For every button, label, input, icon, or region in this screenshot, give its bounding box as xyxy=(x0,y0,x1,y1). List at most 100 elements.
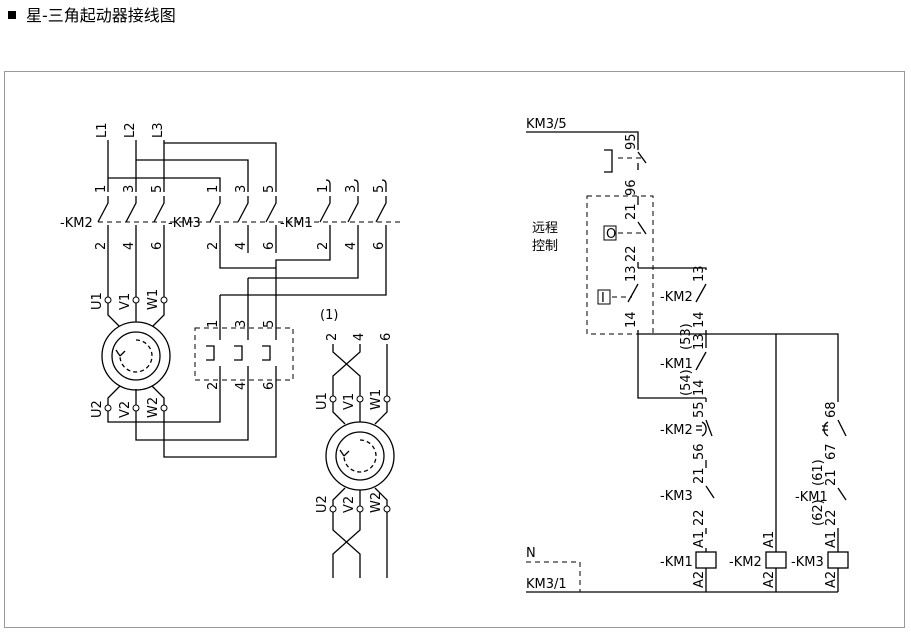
km3-b6: 6 xyxy=(262,242,277,250)
label-l2: L2 xyxy=(123,122,138,138)
coil-km2-label: -KM2 xyxy=(729,555,762,570)
km2-t3: 3 xyxy=(122,185,137,193)
diagram-frame xyxy=(4,71,905,628)
il3-21: 21 xyxy=(692,467,707,484)
km1-b4: 4 xyxy=(344,242,359,250)
km2-b2: 2 xyxy=(94,242,109,250)
alt-w1: W1 xyxy=(369,389,384,410)
alt-u2: U2 xyxy=(315,495,330,513)
k1nc-21: 21 xyxy=(824,469,839,486)
il1-14: 14 xyxy=(692,379,707,396)
k1nc-61: (61) xyxy=(811,459,826,486)
alt-v1: V1 xyxy=(342,393,357,410)
km2-b6: 6 xyxy=(150,242,165,250)
bullet-square-icon xyxy=(8,10,16,19)
alt-u1: U1 xyxy=(315,392,330,410)
il1-km1-label: -KM1 xyxy=(660,357,693,372)
il3-22: 22 xyxy=(692,509,707,526)
tm-56: 56 xyxy=(692,443,707,460)
tm-55: 55 xyxy=(692,401,707,418)
sh-14-right: 14 xyxy=(692,311,707,328)
start-13: 13 xyxy=(624,265,639,282)
il1-54: (54) xyxy=(679,369,694,396)
coil-km1 xyxy=(695,551,717,569)
title-text: 星-三角起动器接线图 xyxy=(26,6,176,25)
il1-53: (53) xyxy=(679,323,694,350)
il3-km3-label: -KM3 xyxy=(660,489,693,504)
c3-a1: A1 xyxy=(824,531,839,548)
motor-v1: V1 xyxy=(118,293,133,310)
km2-b4: 4 xyxy=(122,242,137,250)
ol-b6: 6 xyxy=(262,382,277,390)
km1-b6: 6 xyxy=(372,242,387,250)
motor-alt: (1) 2 4 6 U1 V1 W1 U2 V2 W2 xyxy=(315,308,395,578)
ol-b2: 2 xyxy=(206,382,221,390)
supply-bottom-label: KM3/1 xyxy=(526,577,567,592)
ol-96: 96 xyxy=(624,179,639,196)
c2-a2: A2 xyxy=(762,571,777,588)
c1-a1: A1 xyxy=(692,531,707,548)
sh-13-right: 13 xyxy=(692,265,707,282)
km3-contacts xyxy=(209,196,277,253)
neutral-label: N xyxy=(526,546,536,561)
km1-b2: 2 xyxy=(316,242,331,250)
coil-km2 xyxy=(765,551,787,569)
stop-21: 21 xyxy=(624,203,639,220)
coil-km1-label: -KM1 xyxy=(660,555,693,570)
alt-t4: 4 xyxy=(352,333,367,341)
km1-label: -KM1 xyxy=(280,216,313,231)
tnc-68: 68 xyxy=(824,401,839,418)
il1-13: 13 xyxy=(692,333,707,350)
start-14: 14 xyxy=(624,311,639,328)
km3-t3: 3 xyxy=(234,185,249,193)
sh-km2-label: -KM2 xyxy=(660,290,693,305)
ol-t5: 5 xyxy=(262,320,277,328)
control-circuit: KM3/5 95 96 远程 控制 21 O 22 13 13 I 14 xyxy=(526,117,849,593)
motor-w2: W2 xyxy=(146,397,161,418)
k1nc-km1-label: -KM1 xyxy=(795,490,828,505)
coil-km3 xyxy=(827,551,849,569)
alt-w2: W2 xyxy=(369,492,384,513)
label-l3: L3 xyxy=(151,122,166,138)
label-l1: L1 xyxy=(95,122,110,138)
o-button[interactable]: O xyxy=(606,227,616,242)
k1nc-62: (62) xyxy=(811,499,826,526)
note-1: (1) xyxy=(320,308,338,323)
tnc-67: 67 xyxy=(824,443,839,460)
km2-t5: 5 xyxy=(150,185,165,193)
km3-t1: 1 xyxy=(206,185,221,193)
ol-b4: 4 xyxy=(234,382,249,390)
km2-contacts xyxy=(97,196,165,253)
page-title: 星-三角起动器接线图 xyxy=(8,6,176,26)
c1-a2: A2 xyxy=(692,571,707,588)
km3-t5: 5 xyxy=(262,185,277,193)
km1-t3: 3 xyxy=(344,185,359,193)
tm-km2-label: -KM2 xyxy=(660,423,693,438)
ol-t3: 3 xyxy=(234,320,249,328)
motor-left xyxy=(101,321,171,391)
km1-contacts xyxy=(319,196,387,253)
km1-t1: 1 xyxy=(316,185,331,193)
km2-t1: 1 xyxy=(94,185,109,193)
motor-u2: U2 xyxy=(90,400,105,418)
c2-a1: A1 xyxy=(762,531,777,548)
remote-label-1: 远程 xyxy=(532,221,558,236)
km1-t5: 5 xyxy=(372,185,387,193)
motor-u1: U1 xyxy=(90,292,105,310)
ol-t1: 1 xyxy=(206,320,221,328)
km2-label: -KM2 xyxy=(60,216,93,231)
k1nc-22: 22 xyxy=(824,509,839,526)
power-circuit xyxy=(97,140,400,458)
motor-w1: W1 xyxy=(146,289,161,310)
power-labels: L1 L2 L3 1 3 5 1 3 5 1 3 5 -KM2 -KM3 -KM… xyxy=(60,122,387,418)
alt-t2: 2 xyxy=(325,333,340,341)
motor-v2: V2 xyxy=(118,401,133,418)
km3-b2: 2 xyxy=(206,242,221,250)
km3-label: -KM3 xyxy=(168,216,201,231)
supply-top-label: KM3/5 xyxy=(526,117,567,132)
km3-b4: 4 xyxy=(234,242,249,250)
c3-a2: A2 xyxy=(824,571,839,588)
i-button[interactable]: I xyxy=(601,291,605,306)
stop-22: 22 xyxy=(624,245,639,262)
